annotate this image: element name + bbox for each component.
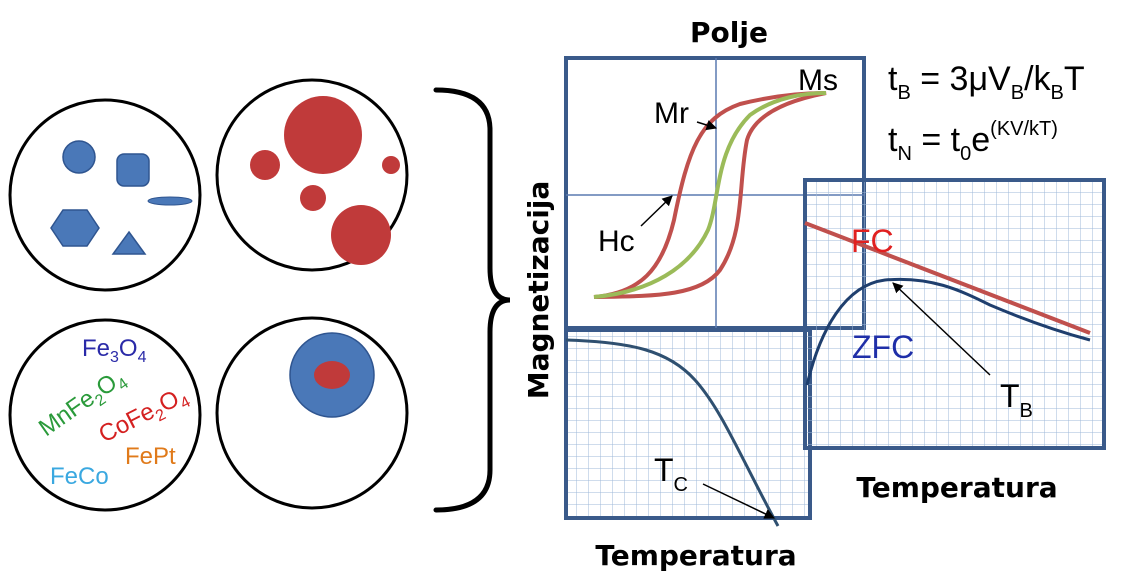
medium-particle <box>331 205 391 265</box>
ms-label: Ms <box>798 64 838 97</box>
mr-arrow <box>696 120 718 131</box>
fc-label: FC <box>851 223 894 259</box>
formula-fept: FePt <box>125 443 176 470</box>
tc-label: TC <box>654 452 688 496</box>
formula-fe3o4: Fe3O4 <box>82 335 147 366</box>
curly-brace <box>433 87 511 513</box>
small-particle <box>250 150 280 180</box>
small-particle <box>300 185 326 211</box>
curie-temperature-title: Temperatura <box>595 539 796 572</box>
hc-label: Hc <box>598 225 635 258</box>
field-axis-title: Polje <box>690 16 768 49</box>
tiny-particle <box>382 156 400 174</box>
triangle-particle <box>111 230 147 255</box>
curie-curve <box>565 338 780 527</box>
circle-outline <box>8 318 202 512</box>
zfc-label: ZFC <box>852 329 914 365</box>
sizes-circle <box>215 78 409 272</box>
core <box>314 361 350 389</box>
fc-zfc-panel: FC ZFC TB <box>803 178 1106 450</box>
mr-label: Mr <box>654 97 689 130</box>
circle-outline <box>8 98 202 292</box>
magnetization-axis-title: Magnetizacija <box>522 181 555 400</box>
rod-particle <box>147 196 193 206</box>
shapes-circle <box>8 98 202 292</box>
virgin-curve <box>593 91 827 299</box>
hc-arrow <box>640 195 673 227</box>
tc-arrow <box>702 483 775 519</box>
particle-panels: Fe3O4 MnFe2O4 CoFe2O4 FePt FeCo <box>8 78 409 512</box>
fc-zfc-temperature-title: Temperatura <box>856 471 1057 504</box>
large-particle <box>284 96 362 174</box>
fc-zfc-plot-frame <box>803 178 1106 450</box>
fc-curve <box>804 221 1091 335</box>
tb-label: TB <box>1000 378 1033 422</box>
curie-plot-frame <box>564 328 812 520</box>
core-shell-circle <box>215 316 409 510</box>
sphere-particle <box>62 140 96 174</box>
formula-feco: FeCo <box>50 463 109 490</box>
curie-panel: TC <box>564 328 812 527</box>
neel-time-formula: tN = t0e(KV/kT) <box>888 118 1058 165</box>
blocking-time-formula: tB = 3μVB/kBT <box>888 60 1085 104</box>
composition-circle: Fe3O4 MnFe2O4 CoFe2O4 FePt FeCo <box>8 318 202 512</box>
cube-particle <box>116 153 150 187</box>
hexagon-particle <box>50 209 100 247</box>
zfc-curve <box>805 277 1091 386</box>
tb-arrow <box>892 282 991 376</box>
